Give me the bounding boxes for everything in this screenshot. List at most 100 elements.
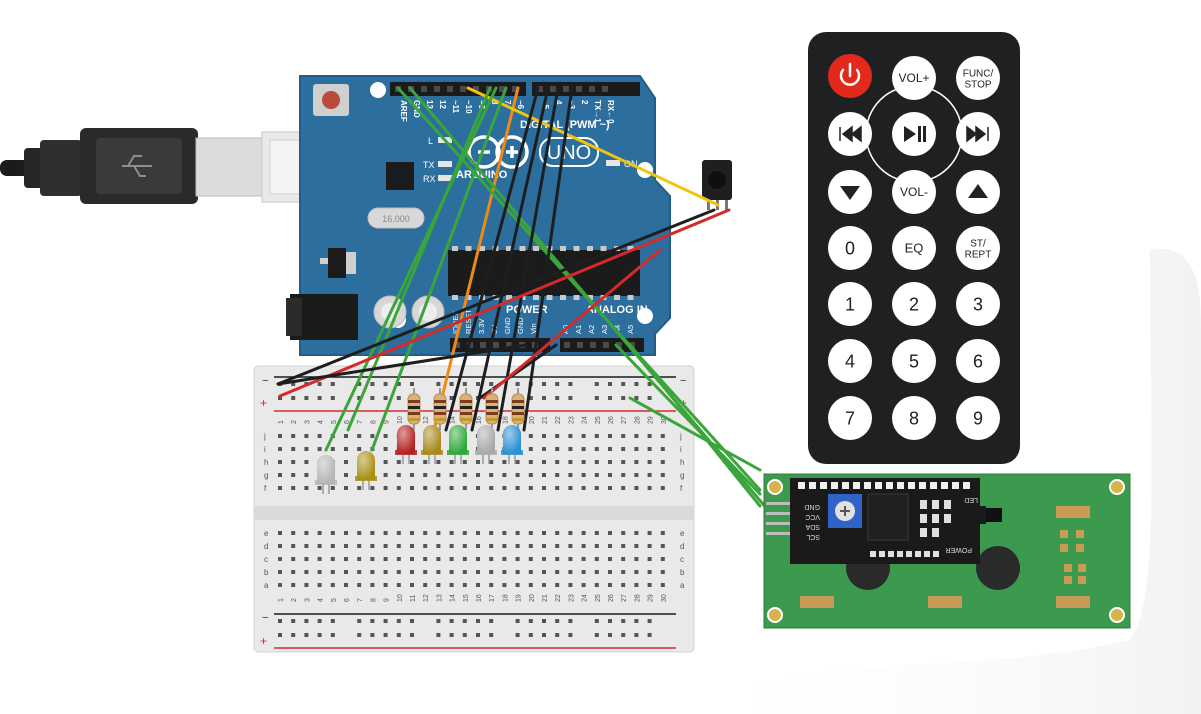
- rail-hole[interactable]: [304, 619, 309, 623]
- rail-hole[interactable]: [476, 633, 480, 637]
- breadboard-hole[interactable]: [634, 473, 639, 477]
- rail-hole[interactable]: [515, 382, 520, 386]
- breadboard-hole[interactable]: [436, 486, 441, 490]
- digit-8-button[interactable]: 8: [892, 396, 936, 440]
- breadboard-hole[interactable]: [515, 544, 520, 548]
- breadboard-hole[interactable]: [581, 583, 586, 587]
- breadboard-hole[interactable]: [357, 486, 362, 490]
- breadboard-hole[interactable]: [489, 557, 494, 561]
- digital-pin-hole[interactable]: [460, 86, 466, 92]
- rail-hole[interactable]: [317, 382, 322, 386]
- rail-hole[interactable]: [449, 633, 454, 637]
- breadboard-hole[interactable]: [489, 570, 494, 574]
- rail-hole[interactable]: [330, 633, 335, 637]
- led-blue[interactable]: [501, 425, 523, 464]
- breadboard-hole[interactable]: [621, 531, 626, 535]
- analog-pin-hole[interactable]: [577, 342, 583, 348]
- rail-hole[interactable]: [542, 633, 546, 637]
- breadboard-hole[interactable]: [317, 557, 322, 561]
- breadboard-hole[interactable]: [396, 570, 401, 574]
- rail-hole[interactable]: [634, 619, 639, 623]
- breadboard-hole[interactable]: [330, 447, 335, 451]
- rail-hole[interactable]: [594, 633, 599, 637]
- breadboard-hole[interactable]: [528, 486, 533, 490]
- rail-hole[interactable]: [621, 396, 626, 400]
- rail-hole[interactable]: [462, 619, 467, 623]
- analog-pin-hole[interactable]: [564, 342, 570, 348]
- rail-hole[interactable]: [568, 396, 573, 400]
- rail-hole[interactable]: [396, 396, 401, 400]
- breadboard-hole[interactable]: [660, 531, 665, 535]
- breadboard-hole[interactable]: [621, 557, 626, 561]
- breadboard-hole[interactable]: [568, 434, 573, 438]
- breadboard-hole[interactable]: [542, 570, 546, 574]
- breadboard-hole[interactable]: [462, 473, 467, 477]
- rail-hole[interactable]: [555, 396, 560, 400]
- led-amber[interactable]: [421, 425, 443, 464]
- rail-hole[interactable]: [291, 382, 296, 386]
- rail-hole[interactable]: [608, 396, 612, 400]
- breadboard-hole[interactable]: [660, 447, 665, 451]
- breadboard-hole[interactable]: [515, 583, 520, 587]
- rail-hole[interactable]: [396, 382, 401, 386]
- breadboard-hole[interactable]: [383, 460, 388, 464]
- breadboard-hole[interactable]: [423, 583, 428, 587]
- breadboard-hole[interactable]: [423, 570, 428, 574]
- breadboard-hole[interactable]: [581, 570, 586, 574]
- led-grey[interactable]: [475, 425, 497, 464]
- analog-pin-hole[interactable]: [616, 342, 622, 348]
- breadboard-hole[interactable]: [357, 570, 362, 574]
- analog-pin-hole[interactable]: [590, 342, 596, 348]
- breadboard-hole[interactable]: [489, 473, 494, 477]
- breadboard-hole[interactable]: [581, 531, 586, 535]
- wire-black[interactable]: [470, 86, 550, 432]
- led-yellow[interactable]: [355, 451, 377, 490]
- ir-receiver[interactable]: [702, 160, 732, 210]
- breadboard-hole[interactable]: [542, 486, 546, 490]
- breadboard-hole[interactable]: [278, 557, 282, 561]
- breadboard-hole[interactable]: [410, 583, 414, 587]
- rail-hole[interactable]: [396, 619, 401, 623]
- breadboard-hole[interactable]: [396, 544, 401, 548]
- digital-pin-hole[interactable]: [589, 86, 595, 92]
- breadboard-hole[interactable]: [594, 531, 599, 535]
- rail-hole[interactable]: [555, 619, 560, 623]
- breadboard-hole[interactable]: [594, 434, 599, 438]
- breadboard-hole[interactable]: [476, 570, 480, 574]
- breadboard-hole[interactable]: [528, 570, 533, 574]
- rail-hole[interactable]: [621, 633, 626, 637]
- rail-hole[interactable]: [542, 396, 546, 400]
- power-pin-hole[interactable]: [506, 342, 512, 348]
- breadboard-hole[interactable]: [555, 460, 560, 464]
- resistor[interactable]: [511, 388, 525, 430]
- breadboard-hole[interactable]: [528, 544, 533, 548]
- breadboard-hole[interactable]: [502, 486, 507, 490]
- eq-button[interactable]: EQ: [892, 226, 936, 270]
- rail-hole[interactable]: [608, 619, 612, 623]
- breadboard-hole[interactable]: [291, 447, 296, 451]
- rail-hole[interactable]: [410, 619, 414, 623]
- breadboard-hole[interactable]: [621, 570, 626, 574]
- breadboard-hole[interactable]: [278, 531, 282, 535]
- up-button[interactable]: [956, 170, 1000, 214]
- breadboard-hole[interactable]: [621, 486, 626, 490]
- rail-hole[interactable]: [647, 633, 652, 637]
- wire-green[interactable]: [324, 86, 498, 452]
- breadboard-hole[interactable]: [383, 583, 388, 587]
- breadboard-hole[interactable]: [502, 570, 507, 574]
- breadboard-hole[interactable]: [344, 447, 348, 451]
- rail-hole[interactable]: [528, 633, 533, 637]
- breadboard-hole[interactable]: [555, 557, 560, 561]
- breadboard-hole[interactable]: [436, 583, 441, 587]
- breadboard-hole[interactable]: [502, 473, 507, 477]
- breadboard-hole[interactable]: [383, 531, 388, 535]
- lcd-i2c-module[interactable]: LED POWER GND VCC SDA SCL: [763, 473, 1131, 629]
- breadboard-hole[interactable]: [291, 583, 296, 587]
- play-pause-button[interactable]: [892, 112, 936, 156]
- breadboard-hole[interactable]: [462, 531, 467, 535]
- rail-hole[interactable]: [634, 633, 639, 637]
- breadboard-hole[interactable]: [502, 557, 507, 561]
- breadboard-hole[interactable]: [278, 473, 282, 477]
- rail-hole[interactable]: [476, 382, 480, 386]
- breadboard-hole[interactable]: [449, 473, 454, 477]
